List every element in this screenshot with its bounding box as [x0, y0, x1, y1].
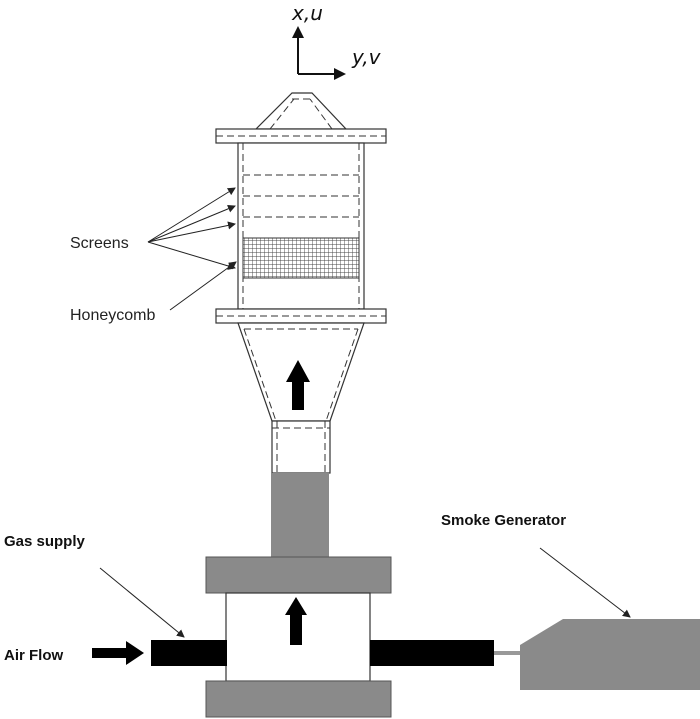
settling-chamber: [215, 92, 387, 474]
y-axis-label: y,v: [351, 45, 382, 69]
air-flow-label: Air Flow: [4, 647, 63, 664]
top-cone: [254, 92, 348, 130]
mixing-flow-arrow: [285, 597, 307, 645]
y-axis-arrowhead: [334, 68, 346, 80]
gas-supply-label: Gas supply: [4, 533, 86, 550]
supply-pipe: [271, 473, 329, 558]
mixing-chamber: [205, 556, 392, 718]
smoke-pipe: [370, 640, 494, 666]
screens-leader-4: [147, 241, 236, 270]
gas-inlet-pipe: [151, 640, 227, 666]
screens-leader-1: [147, 187, 236, 243]
smoke-connector: [494, 651, 520, 655]
honeycomb-label: Honeycomb: [70, 307, 155, 324]
x-axis-label: x,u: [291, 1, 323, 25]
mixing-chamber-top-plate: [205, 556, 392, 594]
air-flow-arrow: [92, 641, 144, 665]
coordinate-axes: x,u y,v: [291, 1, 382, 80]
honeycomb-leader: [169, 261, 237, 311]
smoke-generator-leader: [539, 547, 631, 618]
x-axis-arrowhead: [292, 26, 304, 38]
screens-leader-2: [147, 204, 236, 243]
gas-supply-leader: [99, 567, 185, 638]
nozzle-neck: [271, 420, 331, 474]
flow-arrow-up: [286, 360, 310, 410]
smoke-generator-label: Smoke Generator: [441, 512, 566, 529]
chamber-body: [237, 142, 365, 310]
smoke-generator-body: [520, 619, 700, 690]
screens-leader-3: [147, 221, 236, 243]
honeycomb-grid: [242, 237, 360, 279]
screens-label: Screens: [70, 235, 129, 252]
leader-lines: [99, 187, 631, 638]
mixing-chamber-bottom-plate: [205, 680, 392, 718]
